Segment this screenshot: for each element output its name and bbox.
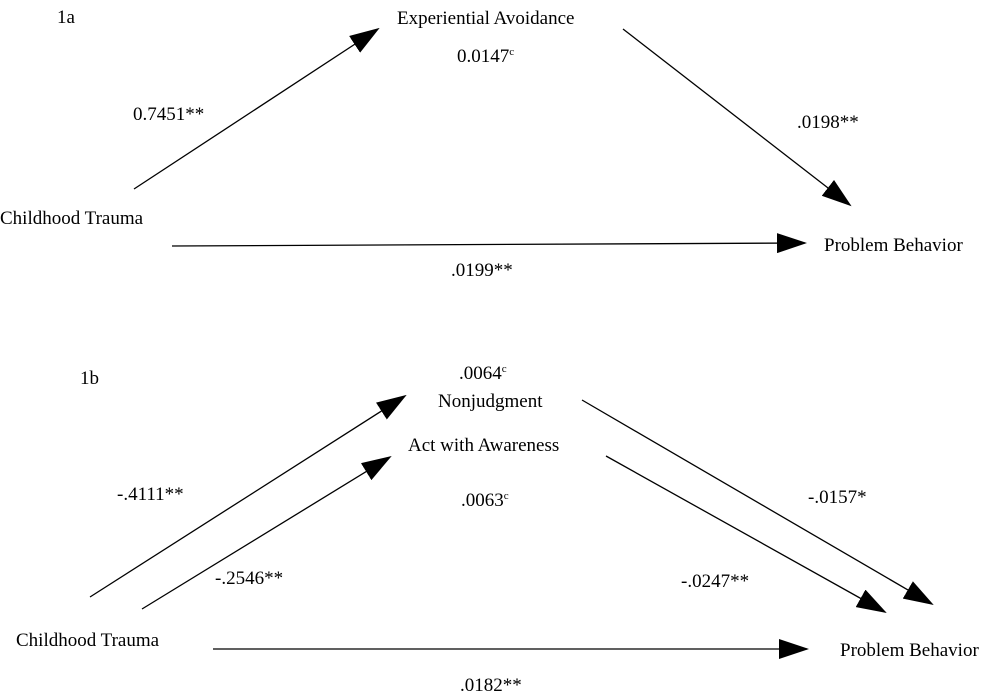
indirect-effect-1-1b: .0064c bbox=[459, 363, 507, 384]
path-a1-coefficient-1b: -.4111** bbox=[117, 484, 184, 505]
path-b1-arrow-1b bbox=[581, 399, 934, 606]
outcome-node-1a: Problem Behavior bbox=[824, 235, 963, 256]
panel-label-1a: 1a bbox=[57, 7, 75, 28]
path-b2-coefficient-1b: -.0247** bbox=[681, 571, 750, 592]
mediator-node-1a: Experiential Avoidance bbox=[397, 8, 575, 29]
indirect-effect-1a: 0.0147c bbox=[457, 46, 515, 67]
path-b-coefficient-1a: .0198** bbox=[797, 112, 859, 133]
path-a2-coefficient-1b: -.2546** bbox=[215, 568, 284, 589]
path-a-coefficient-1a: 0.7451** bbox=[133, 104, 205, 125]
mediator-1-node-1b: Nonjudgment bbox=[438, 391, 543, 412]
direct-coefficient-1b: .0182** bbox=[460, 675, 522, 693]
path-a1-arrow-1b bbox=[89, 394, 407, 598]
direct-coefficient-1a: .0199** bbox=[451, 260, 513, 281]
outcome-node-1b: Problem Behavior bbox=[840, 640, 979, 661]
predictor-node-1b: Childhood Trauma bbox=[16, 630, 160, 651]
indirect-effect-2-1b: .0063c bbox=[461, 490, 509, 511]
path-b2-arrow-1b bbox=[605, 455, 887, 613]
path-b1-coefficient-1b: -.0157* bbox=[808, 487, 867, 508]
mediator-2-node-1b: Act with Awareness bbox=[408, 435, 560, 456]
direct-path-arrow-1a bbox=[171, 233, 807, 254]
panel-label-1b: 1b bbox=[80, 368, 99, 389]
path-a2-arrow-1b bbox=[141, 455, 392, 610]
path-b-arrow-1a bbox=[622, 28, 852, 207]
predictor-node-1a: Childhood Trauma bbox=[0, 208, 144, 229]
path-a-arrow-1a bbox=[133, 27, 380, 190]
